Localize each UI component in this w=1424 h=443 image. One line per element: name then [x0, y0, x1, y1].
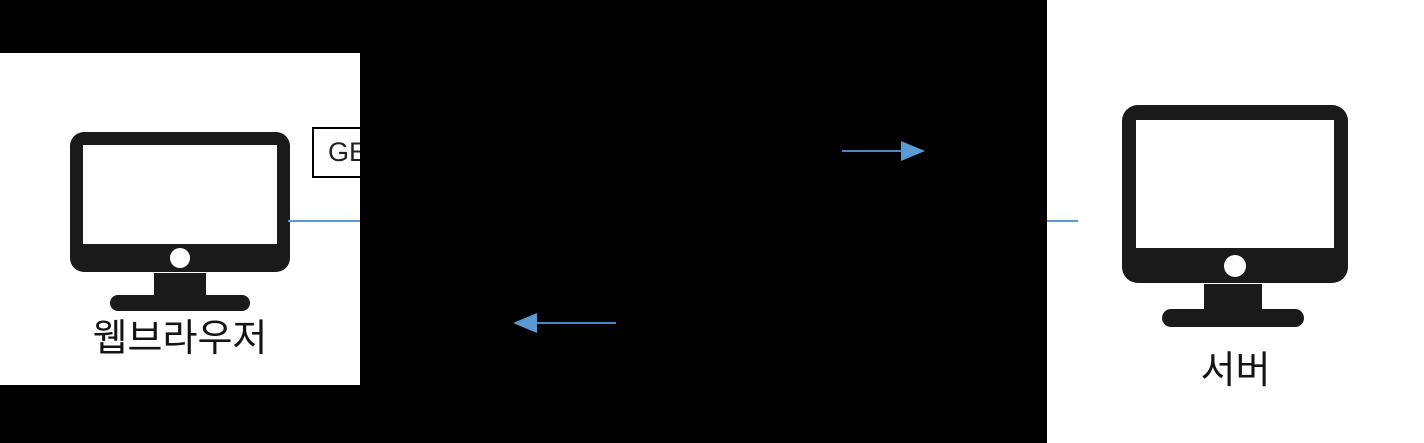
server-label: 서버 [1200, 350, 1271, 392]
black-occluder [360, 0, 1047, 443]
request-arrow-icon [841, 138, 925, 164]
monitor-icon [1118, 103, 1352, 337]
browser-label: 웹브라우저 [92, 318, 268, 360]
response-arrow-icon [513, 310, 617, 336]
monitor-icon [66, 130, 294, 312]
